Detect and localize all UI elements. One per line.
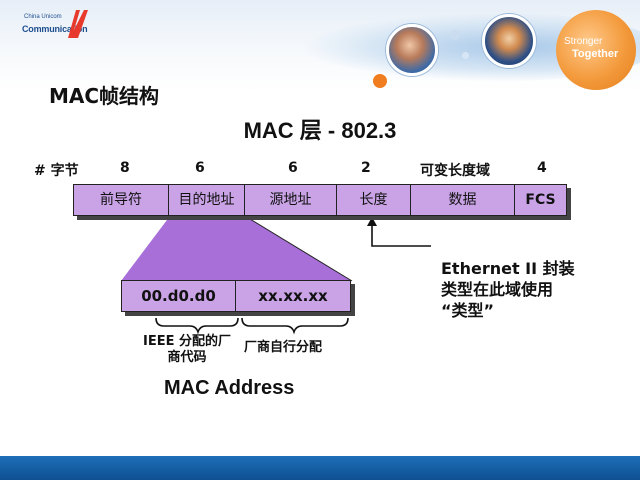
slide-footer-bar [0, 456, 640, 480]
vendor-brace [241, 317, 349, 335]
mac-frame-structure: 前导符 目的地址 源地址 长度 数据 FCS [73, 184, 567, 216]
field-destination-address: 目的地址 [169, 185, 245, 215]
vendor-note: 厂商自行分配 [244, 340, 323, 355]
logo-small-text: China Unicom [24, 14, 62, 20]
ethernet-note-line-3: “类型” [441, 301, 495, 320]
ieee-note-line-1: IEEE 分配的厂 [142, 334, 231, 349]
ieee-note-line-2: 商代码 [167, 350, 207, 365]
header-dot [462, 52, 469, 59]
byte-count-row: # 字节 8 6 6 2 可变长度域 4 [0, 160, 640, 180]
length-arrow-head [367, 217, 377, 226]
slogan-badge [556, 10, 636, 90]
byte-count-data: 可变长度域 [420, 163, 490, 179]
slide-header: China Unicom Communication Stronger Toge… [0, 0, 640, 92]
header-photo-family [482, 14, 536, 68]
ieee-note: IEEE 分配的厂 商代码 [132, 334, 242, 366]
field-length: 长度 [337, 185, 411, 215]
field-fcs: FCS [525, 192, 556, 208]
byte-count-destination: 6 [195, 160, 205, 176]
byte-count-label: # 字节 [34, 163, 79, 179]
length-arrow [371, 224, 431, 247]
slide-title: MAC 层 - 802.3 [243, 118, 397, 143]
byte-count-fcs: 4 [537, 160, 547, 176]
oui-part: 00.d0.d0 [122, 281, 236, 311]
field-data: 数据 [411, 185, 515, 215]
mac-address-label: MAC Address [164, 377, 295, 399]
mac-address-box: 00.d0.d0 xx.xx.xx [121, 280, 351, 312]
byte-count-length: 2 [361, 160, 371, 176]
field-preamble: 前导符 [74, 185, 169, 215]
ethernet-note-line-1: Ethernet II 封装 [441, 259, 575, 278]
header-dot [450, 30, 460, 40]
ethernet-note-line-2: 类型在此域使用 [441, 280, 554, 299]
company-logo: China Unicom Communication [10, 6, 90, 40]
ethernet-ii-note: Ethernet II 封装 类型在此域使用 “类型” [441, 258, 575, 321]
header-orange-dot [373, 74, 387, 88]
field-source-address: 源地址 [245, 185, 337, 215]
vendor-part: xx.xx.xx [258, 287, 328, 305]
slide-heading: MAC帧结构 [49, 84, 160, 108]
slogan-line-2: Together [572, 48, 619, 60]
slogan-line-1: Stronger [564, 36, 603, 47]
ieee-brace [155, 317, 239, 335]
byte-count-source: 6 [288, 160, 298, 176]
logo-main-text: Communication [22, 24, 88, 34]
logo-mark-icon [68, 10, 88, 38]
zoom-wedge [121, 216, 352, 281]
header-photo-child [386, 24, 438, 76]
byte-count-preamble: 8 [120, 160, 130, 176]
zoom-wedge-edge [244, 215, 353, 282]
